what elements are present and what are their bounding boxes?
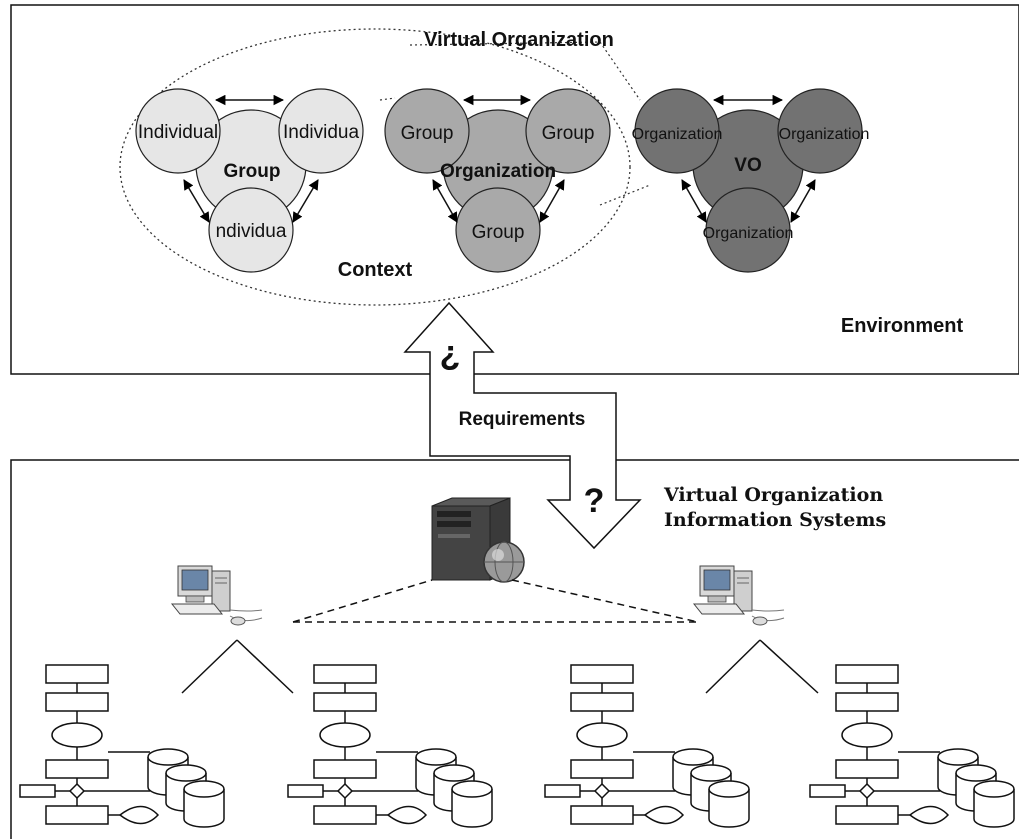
virtual-organization-title: Virtual Organization [424,29,614,51]
vo-boundary-lower [599,184,651,206]
tree-link [181,639,238,694]
context-boundary [119,28,631,306]
individual-label: ndividua [216,221,287,242]
group-circle [384,88,470,174]
tree-link [759,639,819,694]
database-icon [937,748,1015,828]
relation-arrow [681,179,707,223]
environment-label: Environment [841,315,964,337]
tree-link [236,639,294,694]
individual-circle [278,88,364,174]
organization-label: Organization [440,161,556,182]
relation-arrow [790,179,816,223]
globe-icon [483,541,525,583]
organization-label: Organization [779,126,870,143]
individual-label: Individual [138,122,218,143]
database-icon [672,748,750,828]
group-circle [525,88,611,174]
systems-panel [10,459,1019,839]
relation-arrow [432,179,458,223]
group-label: Group [401,123,454,144]
group-circle [455,187,541,273]
vo-boundary [409,41,641,101]
context-label: Context [338,259,413,281]
inverted-question-mark: ¿ [440,334,461,372]
workstation-icon [693,565,785,626]
organization-label: Organization [703,225,794,242]
group-label: Group [224,161,281,182]
organization-cluster: Group Group Group Organization [384,88,611,273]
arrow-mask [431,362,473,394]
relation-arrow [292,179,319,223]
tree-link [705,639,761,694]
database-icon [415,748,493,828]
group-label: Group [542,123,595,144]
individual-circle [135,88,221,174]
network-links [292,579,699,623]
vo-label: VO [734,155,761,176]
vo-cluster: Organization Organization Organization V… [632,88,870,273]
organization-label: Organization [632,126,723,143]
group-cluster: Individual Individua ndividua Group [135,88,364,273]
flowchart-icon [544,664,684,825]
relation-arrow [539,179,565,223]
group-label: Group [472,222,525,243]
flowchart-icon [809,664,949,825]
systems-label-line1: Virtual Organization [663,484,883,506]
organization-circle [634,88,720,174]
requirements-label: Requirements [459,409,586,430]
organization-circle [777,88,863,174]
relation-arrow [183,179,210,223]
systems-label-line2: Information Systems [664,509,886,531]
question-mark: ? [584,482,605,520]
individual-circle [208,187,294,273]
organization-circle [705,187,791,273]
individual-label: Individua [283,122,359,143]
